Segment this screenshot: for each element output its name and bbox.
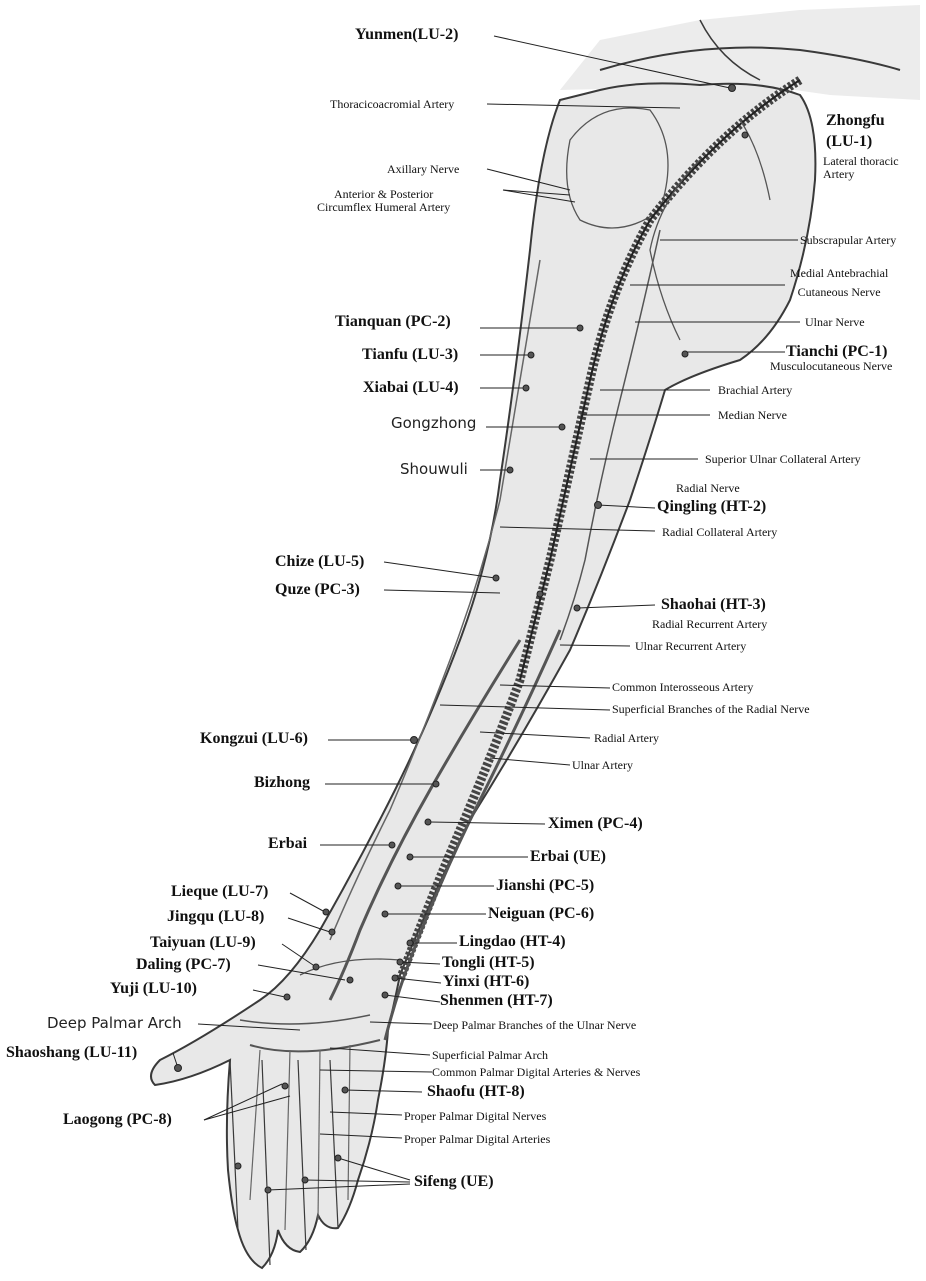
label-bizhong: Bizhong (254, 775, 310, 791)
label-radial-artery: Radial Artery (594, 732, 659, 744)
label-deep-palmar-ulnar-nerve: Deep Palmar Branches of the Ulnar Nerve (433, 1019, 636, 1031)
point-tianchi (682, 351, 688, 357)
label-subscapular-artery: Subscrapular Artery (800, 234, 896, 246)
label-yunmen: Yunmen(LU-2) (355, 27, 458, 43)
label-superficial-palmar-arch: Superficial Palmar Arch (432, 1049, 548, 1061)
label-neiguan: Neiguan (PC-6) (488, 906, 594, 922)
point-quze (537, 591, 543, 597)
label-quze: Quze (PC-3) (275, 582, 360, 598)
label-gongzhong: Gongzhong (391, 416, 476, 431)
point-erbai-left (389, 842, 395, 848)
label-musculocutaneous-nerve: Musculocutaneous Nerve (770, 360, 892, 372)
point-jianshi (395, 883, 401, 889)
label-tongli: Tongli (HT-5) (442, 955, 535, 971)
label-lieque: Lieque (LU-7) (171, 884, 268, 900)
point-gongzhong (559, 424, 565, 430)
label-common-interosseous-artery: Common Interosseous Artery (612, 681, 753, 693)
label-zhongfu-line2: (LU-1) (826, 133, 885, 151)
label-medial-antebrachial-line1: Medial Antebrachial (790, 267, 888, 280)
label-deep-palmar-arch: Deep Palmar Arch (47, 1016, 182, 1031)
label-shaoshang: Shaoshang (LU-11) (6, 1045, 137, 1061)
label-zhongfu: Zhongfu (LU-1) (826, 112, 885, 150)
label-proper-palmar-digital-nerves: Proper Palmar Digital Nerves (404, 1110, 546, 1122)
label-axillary-nerve: Axillary Nerve (387, 163, 459, 175)
label-radial-nerve: Radial Nerve (676, 482, 740, 494)
point-tongli (397, 959, 403, 965)
point-daling (347, 977, 353, 983)
point-erbai-ue (407, 854, 413, 860)
label-median-nerve: Median Nerve (718, 409, 787, 421)
label-common-palmar-digital: Common Palmar Digital Arteries & Nerves (432, 1066, 640, 1078)
point-tianfu (528, 352, 534, 358)
point-neiguan (382, 911, 388, 917)
label-qingling: Qingling (HT-2) (657, 499, 766, 515)
point-yinxi (392, 975, 398, 981)
label-sifeng: Sifeng (UE) (414, 1174, 494, 1190)
point-chize (493, 575, 499, 581)
label-proper-palmar-digital-arteries: Proper Palmar Digital Arteries (404, 1133, 550, 1145)
label-zhongfu-line1: Zhongfu (826, 112, 885, 130)
label-ulnar-nerve: Ulnar Nerve (805, 316, 865, 328)
point-ximen (425, 819, 431, 825)
point-xiabai (523, 385, 529, 391)
label-shouwuli: Shouwuli (400, 462, 468, 477)
point-kongzui (411, 737, 418, 744)
point-sifeng-4 (235, 1163, 241, 1169)
point-laogong (282, 1083, 288, 1089)
label-lateral-thoracic-artery: Lateral thoracic Artery (823, 155, 899, 181)
label-kongzui: Kongzui (LU-6) (200, 731, 308, 747)
label-ximen: Ximen (PC-4) (548, 816, 643, 832)
point-shenmen (382, 992, 388, 998)
point-zhongfu (742, 132, 748, 138)
point-lingdao (407, 940, 413, 946)
point-shouwuli (507, 467, 513, 473)
label-medial-antebrachial-line2: Cutaneous Nerve (790, 286, 888, 299)
label-yuji: Yuji (LU-10) (110, 981, 197, 997)
label-brachial-artery: Brachial Artery (718, 384, 792, 396)
label-thoracicoacromial-artery: Thoracicoacromial Artery (330, 98, 454, 110)
point-yuji (284, 994, 290, 1000)
label-tianfu: Tianfu (LU-3) (362, 347, 458, 363)
label-tianquan: Tianquan (PC-2) (335, 314, 451, 330)
label-shaofu: Shaofu (HT-8) (427, 1084, 525, 1100)
label-ulnar-recurrent-artery: Ulnar Recurrent Artery (635, 640, 746, 652)
label-radial-collateral-artery: Radial Collateral Artery (662, 526, 777, 538)
point-taiyuan (313, 964, 319, 970)
label-lateral-thoracic-line2: Artery (823, 168, 899, 181)
label-jingqu: Jingqu (LU-8) (167, 909, 264, 925)
label-erbai: Erbai (268, 836, 307, 852)
label-xiabai: Xiabai (LU-4) (363, 380, 459, 396)
label-tianchi: Tianchi (PC-1) (786, 344, 887, 360)
label-lingdao: Lingdao (HT-4) (459, 934, 566, 950)
label-radial-recurrent-artery: Radial Recurrent Artery (652, 618, 767, 630)
point-sifeng-3 (265, 1187, 271, 1193)
label-chize: Chize (LU-5) (275, 554, 364, 570)
label-superficial-radial-nerve: Superficial Branches of the Radial Nerve (612, 703, 810, 715)
label-ulnar-artery: Ulnar Artery (572, 759, 633, 771)
label-superior-ulnar-collateral-artery: Superior Ulnar Collateral Artery (705, 453, 861, 465)
label-yinxi: Yinxi (HT-6) (443, 974, 529, 990)
label-circumflex-humeral-artery: Anterior & Posterior Circumflex Humeral … (317, 188, 450, 214)
point-tianquan (577, 325, 583, 331)
label-circumflex-line2: Circumflex Humeral Artery (317, 201, 450, 214)
point-sifeng-2 (302, 1177, 308, 1183)
label-erbai-ue: Erbai (UE) (530, 849, 606, 865)
point-qingling (595, 502, 602, 509)
point-shaohai (574, 605, 580, 611)
label-medial-antebrachial-nerve: Medial Antebrachial Cutaneous Nerve (790, 267, 888, 299)
point-bizhong (433, 781, 439, 787)
point-yunmen (729, 85, 736, 92)
point-shaoshang (175, 1065, 182, 1072)
label-shenmen: Shenmen (HT-7) (440, 993, 553, 1009)
label-daling: Daling (PC-7) (136, 957, 231, 973)
label-laogong: Laogong (PC-8) (63, 1112, 172, 1128)
point-jingqu (329, 929, 335, 935)
label-taiyuan: Taiyuan (LU-9) (150, 935, 256, 951)
label-shaohai: Shaohai (HT-3) (661, 597, 766, 613)
point-lieque (323, 909, 329, 915)
label-jianshi: Jianshi (PC-5) (496, 878, 594, 894)
point-shaofu (342, 1087, 348, 1093)
point-sifeng-1 (335, 1155, 341, 1161)
